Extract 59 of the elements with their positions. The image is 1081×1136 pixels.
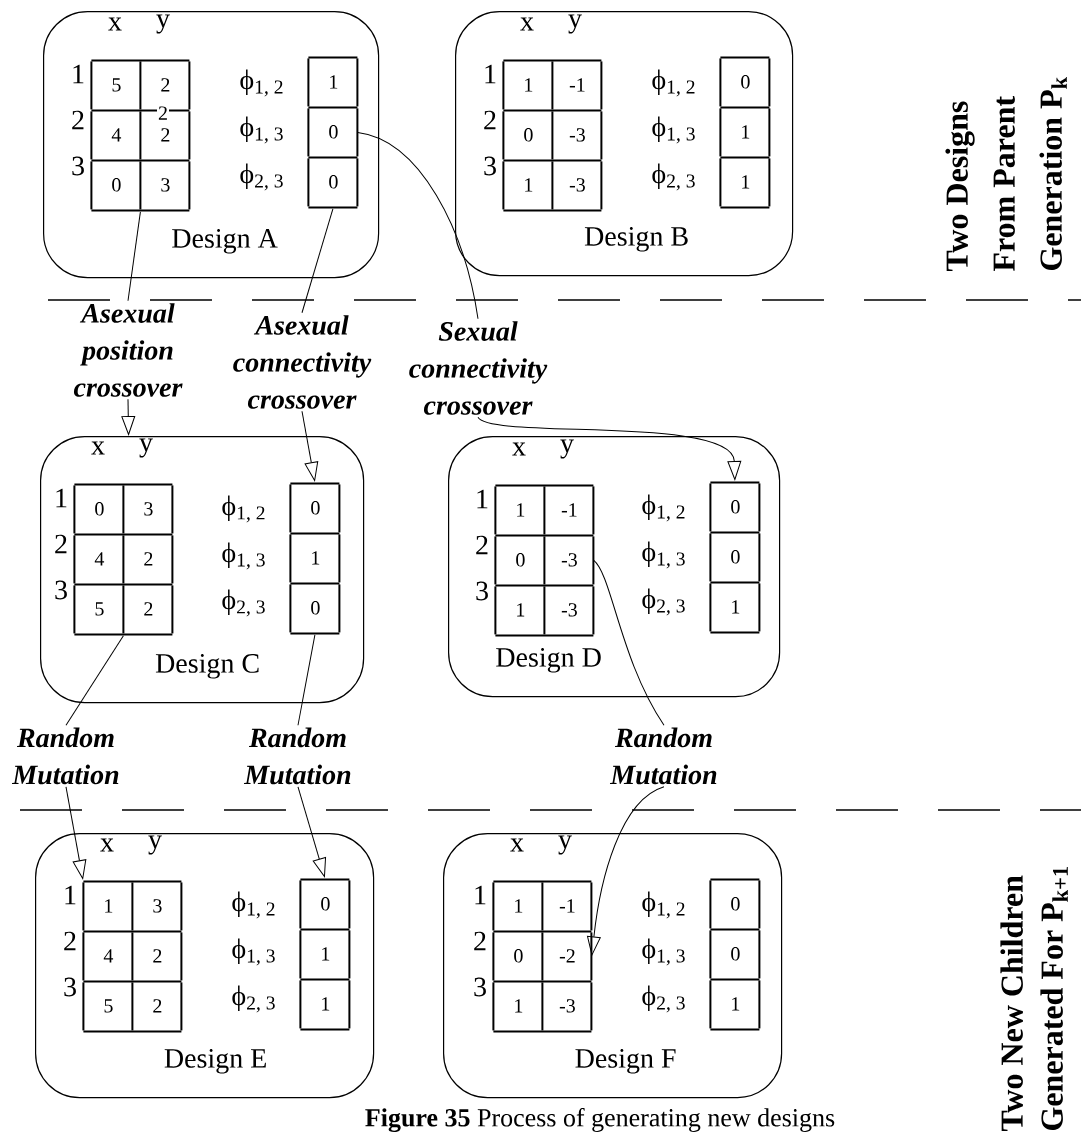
row-number: 1 [65,885,76,905]
arrow [587,786,665,956]
side-heading: Two Designs From Parent Generation P$_{k}$ [945,77,1067,272]
phi-label: ϕ$_{2, 3}$ [652,163,695,191]
operation-label: Asexual position crossover [73,303,183,397]
column-header: x [520,17,534,31]
phi-label: ϕ$_{1, 3}$ [240,116,283,144]
position-table: 1 -1 0 -3 1 -3 [494,484,595,637]
column-header: x [512,442,526,456]
leader-line [593,559,665,726]
phi-label: ϕ$_{2, 3}$ [642,588,685,616]
column-header: y [139,438,153,458]
connectivity-column: 0 1 1 [719,56,771,209]
position-table: 0 3 4 2 5 2 [73,483,174,636]
column-header: x [100,838,114,852]
leader-line [301,208,334,314]
phi-label: ϕ$_{1, 2}$ [232,891,275,919]
phi-label: ϕ$_{1, 2}$ [642,891,685,919]
operation-label: Random Mutation [11,727,119,785]
connectivity-column: 1 0 0 [307,56,359,209]
phi-label: ϕ$_{1, 3}$ [652,116,695,144]
connectivity-column: 0 0 1 [709,481,761,634]
arrow [65,786,87,879]
phi-label: ϕ$_{2, 3}$ [642,985,685,1013]
phi-label: ϕ$_{1, 3}$ [642,938,685,966]
position-table: 1 -1 0 -3 1 -3 [502,59,603,212]
connectivity-column: 0 1 0 [289,482,341,635]
column-header: x [108,17,122,31]
phi-label: ϕ$_{2, 3}$ [240,163,283,191]
operation-label: Random Mutation [609,727,717,785]
phi-label: ϕ$_{1, 3}$ [642,541,685,569]
arrow [477,416,742,480]
phi-label: ϕ$_{2, 3}$ [222,589,265,617]
operation-label: Asexual connectivity crossover [233,315,372,409]
operation-label: Random Mutation [243,727,351,785]
leader-line [127,211,141,302]
position-table: 1 3 4 2 5 2 [82,880,183,1033]
column-header: x [510,838,524,852]
position-table: 1 -1 0 -2 1 -3 [492,880,593,1033]
phi-label: ϕ$_{1, 3}$ [232,938,275,966]
leader-line [65,635,124,726]
phi-label: ϕ$_{2, 3}$ [232,985,275,1013]
leader-line [357,131,479,320]
arrow [297,786,327,878]
connectivity-column: 0 0 1 [709,878,761,1031]
caption: Figure 35 Process of generating new designs [365,1107,835,1133]
arrow [301,410,319,481]
side-heading: Two New Children Generated For P$_{k+1}$ [1000,867,1068,1132]
phi-label: ϕ$_{1, 2}$ [222,495,265,523]
connectivity-column: 0 1 1 [299,878,351,1031]
cell-value: 2 [157,105,169,121]
phi-label: ϕ$_{1, 2}$ [642,494,685,522]
column-header: x [91,441,105,455]
phi-label: ϕ$_{1, 2}$ [240,69,283,97]
phi-label: ϕ$_{1, 3}$ [222,542,265,570]
column-header: y [560,439,574,459]
arrow [121,398,136,435]
phi-label: ϕ$_{1, 2}$ [652,69,695,97]
leader-line [297,634,316,726]
